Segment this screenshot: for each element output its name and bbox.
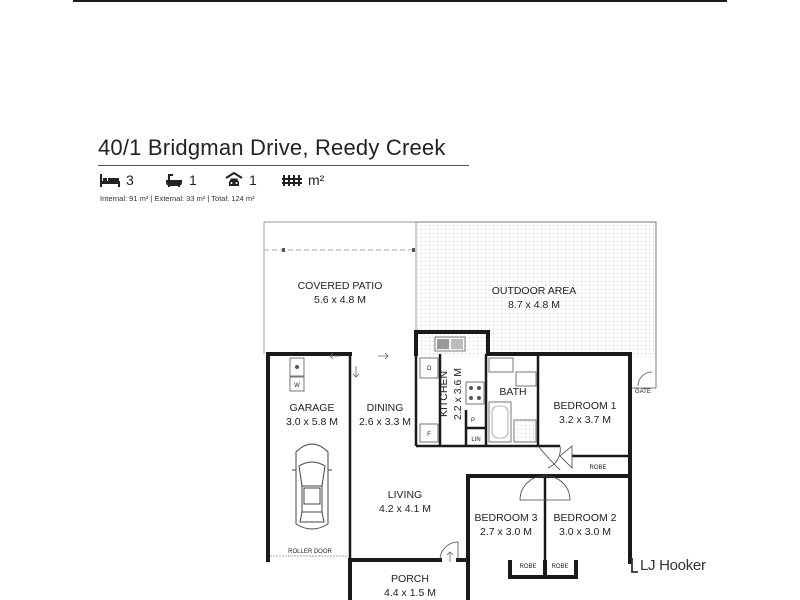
bedroom1-size: 3.2 x 3.7 M bbox=[559, 414, 611, 426]
bath-icon bbox=[166, 174, 182, 187]
bath-fixtures bbox=[488, 357, 537, 443]
fridge bbox=[419, 423, 439, 443]
living-size: 4.2 x 4.1 M bbox=[379, 503, 431, 515]
vanity bbox=[488, 357, 514, 373]
bed-icon bbox=[100, 174, 120, 187]
bedroom2-robe-label: ROBE bbox=[551, 564, 568, 570]
bath-name: BATH bbox=[499, 386, 526, 398]
title-underline bbox=[98, 165, 469, 166]
garage-size: 3.0 x 5.8 M bbox=[286, 416, 338, 428]
kitchen-fixtures: O F P LIN bbox=[419, 336, 485, 443]
interior-walls bbox=[348, 354, 630, 562]
laundry-tub bbox=[289, 357, 305, 377]
agency-brand: LJ Hooker bbox=[630, 556, 706, 574]
bedroom2-size: 3.0 x 3.0 M bbox=[559, 526, 611, 538]
sliding-door-arrows bbox=[329, 352, 454, 562]
bedroom2-name: BEDROOM 2 bbox=[553, 512, 616, 524]
covered-patio-name: COVERED PATIO bbox=[298, 280, 383, 292]
robes: ROBE ROBE ROBE bbox=[519, 465, 606, 570]
washer-label: W bbox=[294, 383, 300, 389]
covered-patio bbox=[263, 221, 417, 354]
bedroom-count-value: 3 bbox=[126, 172, 134, 188]
living-name: LIVING bbox=[388, 489, 422, 501]
porch-size: 4.4 x 1.5 M bbox=[384, 587, 436, 599]
bathtub bbox=[488, 401, 512, 443]
outdoor-area-name: OUTDOOR AREA bbox=[492, 285, 577, 297]
area-summary: Internal: 91 m² | External: 33 m² | Tota… bbox=[100, 194, 255, 203]
exterior-walls bbox=[266, 330, 632, 600]
bathroom-count: 1 bbox=[165, 172, 197, 188]
garage-fixtures: W ROLLER DOOR bbox=[270, 357, 348, 557]
dining-size: 2.6 x 3.3 M bbox=[359, 416, 411, 428]
pantry-label: P bbox=[471, 418, 475, 424]
gate-label: GATE bbox=[635, 389, 651, 395]
bedroom-count: 3 bbox=[100, 172, 134, 188]
oven bbox=[419, 357, 439, 379]
top-rule bbox=[73, 0, 727, 2]
car-illustration bbox=[292, 443, 332, 530]
porch-name: PORCH bbox=[391, 573, 429, 585]
roller-door-label: ROLLER DOOR bbox=[288, 549, 332, 555]
oven-label: O bbox=[427, 366, 432, 372]
car-space-count-value: 1 bbox=[249, 172, 257, 188]
bedroom1-robe-label: ROBE bbox=[589, 465, 606, 471]
room-labels: COVERED PATIO 5.6 x 4.8 M OUTDOOR AREA 8… bbox=[286, 280, 617, 599]
agency-name: LJ Hooker bbox=[640, 556, 706, 574]
covered-patio-size: 5.6 x 4.8 M bbox=[314, 294, 366, 306]
shower bbox=[513, 419, 537, 443]
car-icon bbox=[225, 172, 243, 186]
land-area: m² bbox=[282, 172, 324, 188]
cooktop bbox=[465, 381, 485, 405]
linen-label: LIN bbox=[471, 437, 480, 443]
bedroom3-size: 2.7 x 3.0 M bbox=[480, 526, 532, 538]
bathroom-count-value: 1 bbox=[189, 172, 197, 188]
kitchen-sink bbox=[434, 336, 466, 352]
dining-name: DINING bbox=[367, 402, 404, 414]
bedroom3-robe-label: ROBE bbox=[519, 564, 536, 570]
washer bbox=[289, 376, 305, 392]
land-area-icon bbox=[282, 175, 302, 186]
toilet bbox=[515, 371, 537, 387]
garage-name: GARAGE bbox=[290, 402, 335, 414]
kitchen-size: 2.2 x 3.6 M bbox=[452, 368, 464, 420]
bedroom1-name: BEDROOM 1 bbox=[553, 400, 616, 412]
door-swings bbox=[439, 445, 573, 561]
gate: GATE bbox=[635, 371, 653, 395]
fridge-label: F bbox=[427, 432, 431, 438]
outdoor-area-size: 8.7 x 4.8 M bbox=[508, 299, 560, 311]
car-space-count: 1 bbox=[225, 172, 257, 188]
agency-logo-icon bbox=[631, 558, 638, 573]
land-area-unit: m² bbox=[308, 172, 325, 188]
property-address: 40/1 Bridgman Drive, Reedy Creek bbox=[98, 135, 446, 160]
kitchen-name: KITCHEN bbox=[438, 371, 450, 417]
bedroom3-name: BEDROOM 3 bbox=[474, 512, 537, 524]
